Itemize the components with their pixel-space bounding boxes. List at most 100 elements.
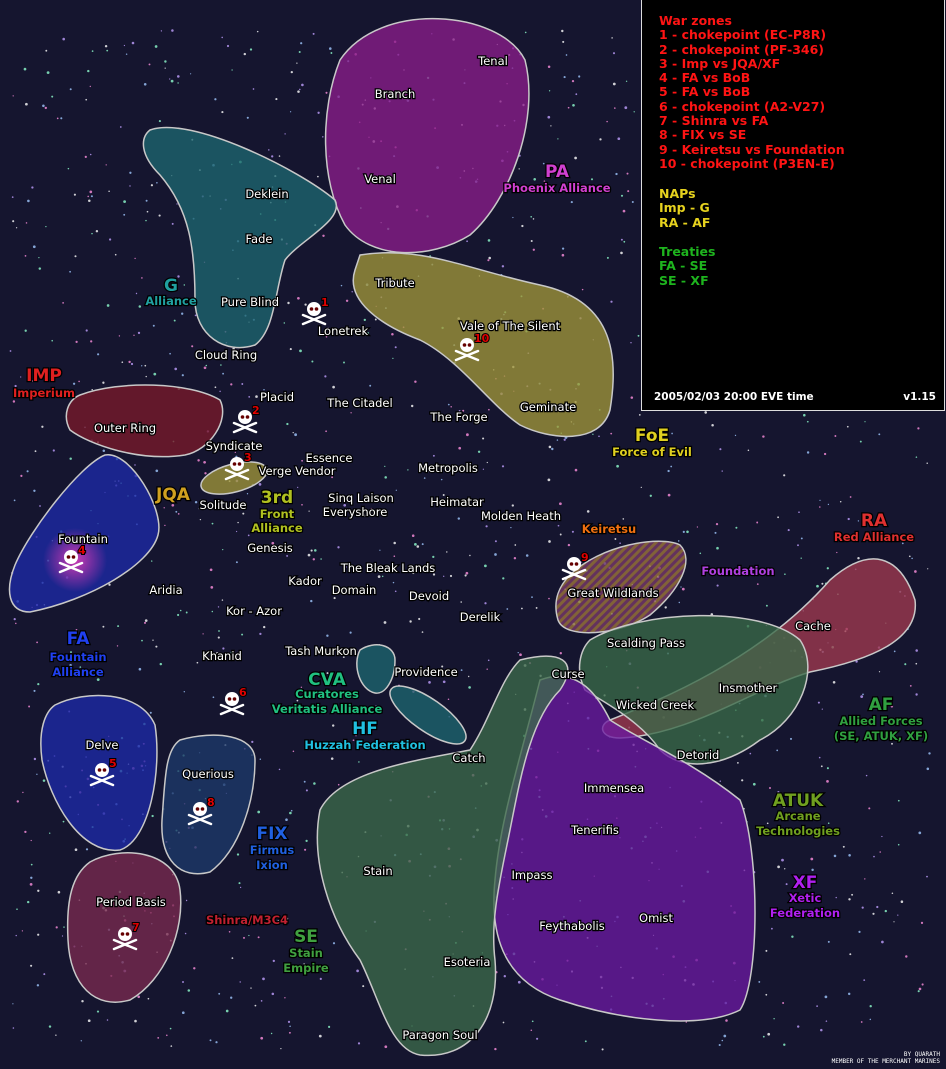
skull-crossbones-icon[interactable]: 8 (187, 795, 216, 826)
star-system (327, 326, 329, 329)
region-label[interactable]: Khanid (201, 648, 243, 665)
skull-crossbones-icon[interactable]: 6 (219, 685, 248, 716)
region-label[interactable]: Insmother (717, 680, 778, 697)
region-label[interactable]: Lonetrek (317, 323, 370, 340)
region-label[interactable]: The Citadel (325, 395, 394, 412)
star-system (251, 740, 254, 744)
region-label[interactable]: The Bleak Lands (338, 560, 436, 577)
region-label[interactable]: Genesis (246, 540, 294, 557)
region-label[interactable]: Outer Ring (93, 420, 158, 437)
star-system (79, 666, 82, 668)
region-label[interactable]: Tribute (373, 275, 416, 292)
region-label[interactable]: Feythabolis (538, 918, 606, 935)
star-system (87, 195, 89, 198)
region-label[interactable]: Cloud Ring (194, 347, 259, 364)
region-label[interactable]: Solitude (198, 497, 247, 514)
region-label[interactable]: Vale of The Silent (459, 318, 562, 335)
star-system (250, 987, 252, 989)
star-system (535, 606, 538, 609)
star-system (530, 215, 533, 218)
region-label[interactable]: Everyshore (321, 504, 388, 521)
star-system (317, 111, 320, 114)
star-system (897, 799, 900, 802)
star-system (631, 200, 634, 204)
skull-crossbones-icon[interactable]: 4 (58, 543, 87, 574)
region-label[interactable]: Venal (363, 171, 397, 188)
region-label[interactable]: Molden Heath (480, 508, 563, 525)
skull-crossbones-icon[interactable]: 2 (232, 403, 261, 434)
star-system (827, 822, 830, 824)
region-label[interactable]: Detorid (675, 747, 720, 764)
region-label[interactable]: Heimatar (429, 494, 485, 511)
region-label[interactable]: Paragon Soul (401, 1027, 479, 1044)
alliance-label-se: Empire (283, 961, 329, 975)
region-label[interactable]: Verge Vendor (257, 463, 337, 480)
star-system (667, 469, 670, 473)
region-label[interactable]: Essence (304, 450, 354, 467)
region-label[interactable]: Scalding Pass (606, 635, 687, 652)
star-system (559, 502, 562, 506)
region-label[interactable]: Pure Blind (220, 294, 281, 311)
region-label[interactable]: Deklein (244, 186, 290, 203)
region-label[interactable]: Tenerifis (569, 822, 620, 839)
region-label[interactable]: The Forge (428, 409, 489, 426)
region-label[interactable]: Devoid (408, 588, 451, 605)
region-label[interactable]: Immensea (583, 780, 646, 797)
region-label[interactable]: Querious (181, 766, 235, 783)
star-system (777, 516, 779, 519)
region-label[interactable]: Catch (451, 750, 487, 767)
skull-crossbones-icon[interactable]: 1 (301, 295, 330, 326)
region-label[interactable]: Kador (287, 573, 323, 590)
region-label[interactable]: Branch (373, 86, 416, 103)
region-label[interactable]: Domain (330, 582, 377, 599)
region-label[interactable]: Geminate (519, 399, 578, 416)
skull-crossbones-icon[interactable]: 3 (224, 450, 253, 481)
region-label[interactable]: Curse (550, 666, 586, 683)
region-label[interactable]: Tenal (476, 53, 509, 70)
star-system (310, 599, 313, 603)
region-label[interactable]: Tash Murkon (283, 643, 358, 660)
star-system (174, 367, 178, 371)
star-system (374, 318, 377, 321)
region-label[interactable]: Syndicate (204, 438, 263, 455)
skull-crossbones-icon[interactable]: 9 (561, 550, 590, 581)
star-system (69, 664, 72, 667)
star-system (145, 219, 147, 222)
star-system (503, 975, 506, 978)
skull-crossbones-icon[interactable]: 10 (454, 331, 491, 362)
region-label[interactable]: Wicked Creek (615, 697, 696, 714)
region-label[interactable]: Omist (638, 910, 675, 927)
region-label[interactable]: Fade (244, 231, 273, 248)
star-system (303, 780, 306, 783)
star-system (89, 85, 91, 88)
star-system (384, 476, 387, 479)
star-system (776, 749, 779, 752)
region-label[interactable]: Aridia (148, 582, 184, 599)
star-system (170, 1045, 173, 1047)
star-system (482, 468, 485, 470)
war-zone-item: 6 - chokepoint (A2-V27) (659, 98, 826, 114)
region-label[interactable]: Providence (393, 664, 459, 681)
region-label[interactable]: Stain (362, 863, 394, 880)
region-label[interactable]: Impass (510, 867, 553, 884)
region-label[interactable]: Great Wildlands (566, 585, 660, 602)
star-system (721, 1039, 724, 1042)
star-system (36, 984, 40, 987)
war-zone-item: 9 - Keiretsu vs Foundation (659, 141, 845, 157)
region-label[interactable]: Fountain (57, 531, 109, 548)
skull-crossbones-icon[interactable]: 7 (112, 920, 141, 951)
region-label[interactable]: Sinq Laison (327, 490, 395, 507)
region-label[interactable]: Kor - Azor (225, 603, 284, 620)
region-label[interactable]: Derelik (458, 609, 501, 626)
region-label[interactable]: Period Basis (95, 894, 167, 911)
war-zone-item: 4 - FA vs BoB (659, 70, 751, 86)
star-system (284, 546, 286, 549)
star-system (682, 530, 685, 534)
region-label[interactable]: Delve (84, 737, 120, 754)
region-label[interactable]: Placid (259, 389, 296, 406)
region-label[interactable]: Esoteria (442, 954, 491, 971)
region-label[interactable]: Metropolis (417, 460, 479, 477)
skull-crossbones-icon[interactable]: 5 (89, 756, 118, 787)
region-label[interactable]: Cache (794, 618, 832, 635)
